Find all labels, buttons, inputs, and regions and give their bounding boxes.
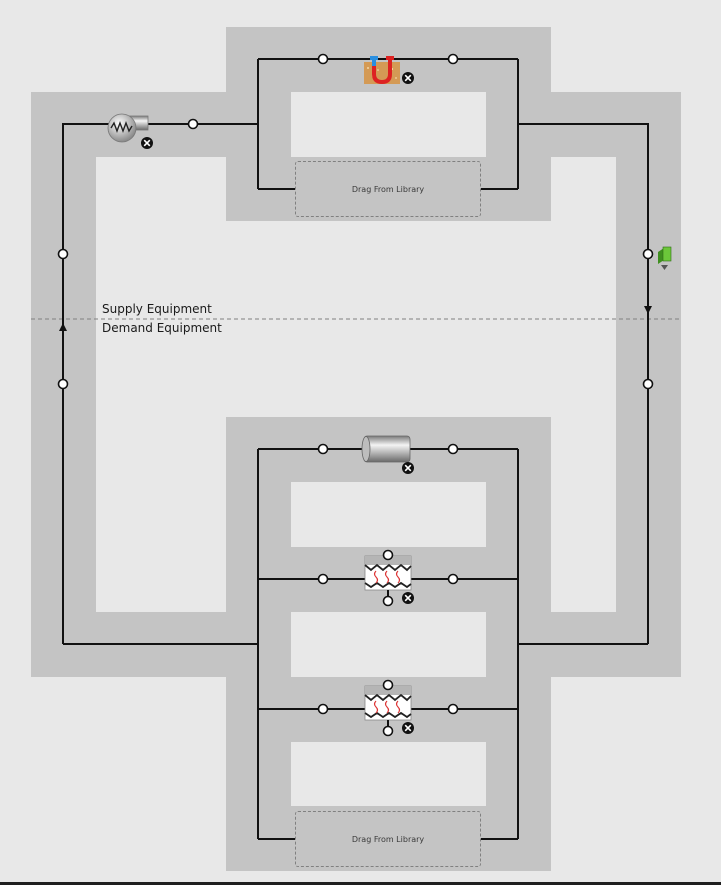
bottom-border — [0, 882, 721, 885]
demand-equipment-label: Demand Equipment — [102, 321, 222, 335]
pipe-icon[interactable] — [361, 435, 411, 463]
supply-equipment-label: Supply Equipment — [102, 302, 212, 316]
node[interactable] — [447, 53, 459, 65]
node[interactable] — [317, 573, 329, 585]
node[interactable] — [317, 703, 329, 715]
supply-outlet-line[interactable] — [518, 123, 649, 644]
remove-icon[interactable] — [141, 137, 153, 149]
demand-drop-zone[interactable]: Drag From Library — [295, 811, 481, 867]
remove-icon[interactable] — [402, 592, 414, 604]
water-coil-icon[interactable] — [364, 549, 412, 607]
node[interactable] — [187, 118, 199, 130]
nodes — [57, 53, 654, 715]
supply-drop-zone[interactable]: Drag From Library — [295, 161, 481, 217]
flow-arrow-up-icon — [59, 323, 67, 331]
node[interactable] — [642, 378, 654, 390]
pump-icon[interactable] — [107, 113, 149, 143]
node[interactable] — [447, 573, 459, 585]
node[interactable] — [317, 53, 329, 65]
remove-icon[interactable] — [402, 462, 414, 474]
node[interactable] — [317, 443, 329, 455]
remove-icon[interactable] — [402, 722, 414, 734]
node[interactable] — [642, 248, 654, 260]
ground-heat-exchanger-icon[interactable] — [364, 56, 400, 85]
remove-icon[interactable] — [402, 72, 414, 84]
node[interactable] — [57, 248, 69, 260]
node[interactable] — [447, 443, 459, 455]
setpoint-manager-icon[interactable] — [658, 246, 672, 270]
water-coil-icon[interactable] — [364, 679, 412, 737]
node[interactable] — [57, 378, 69, 390]
node[interactable] — [447, 703, 459, 715]
flow-arrow-down-icon — [644, 306, 652, 314]
